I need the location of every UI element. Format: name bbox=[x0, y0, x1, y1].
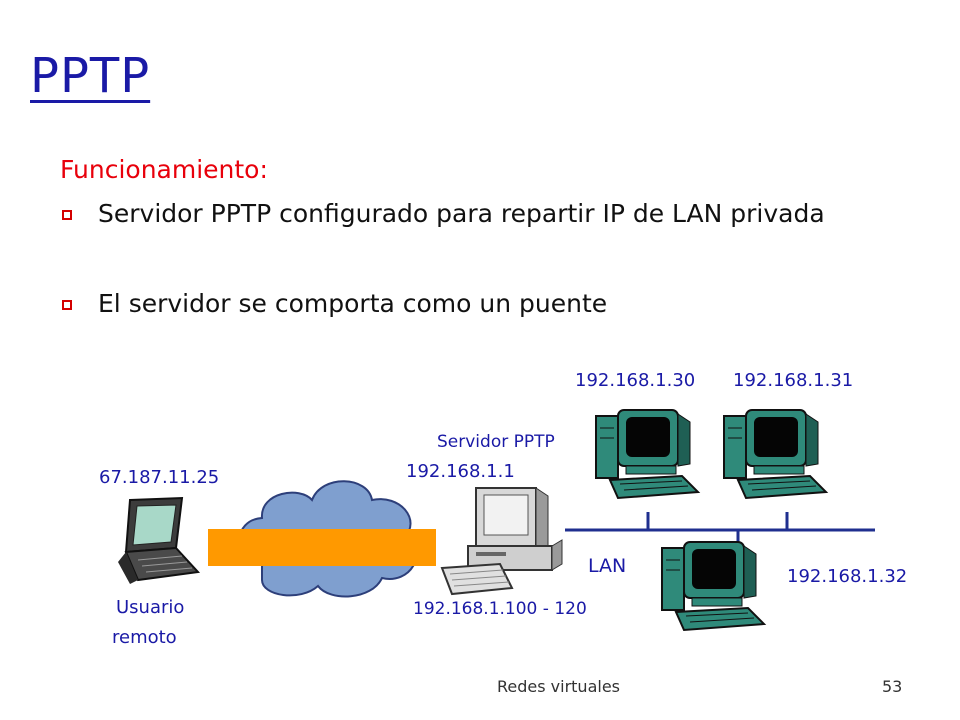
server-ip-label: 192.168.1.1 bbox=[406, 461, 515, 482]
server-computer-icon bbox=[440, 487, 563, 596]
workstation-icon bbox=[595, 409, 701, 500]
pc-ip-label: 192.168.1.30 bbox=[575, 370, 696, 391]
bullet-square-icon bbox=[62, 197, 98, 231]
lan-label: LAN bbox=[588, 555, 627, 577]
slide-title: PPTP bbox=[30, 48, 151, 104]
bullet-text: El servidor se comporta como un puente bbox=[98, 289, 608, 318]
remote-user-label: Usuario bbox=[116, 597, 185, 618]
workstation-icon bbox=[661, 541, 767, 632]
bullet-item: Servidor PPTP configurado para repartir … bbox=[62, 197, 922, 231]
bullet-item: El servidor se comporta como un puente bbox=[62, 287, 922, 321]
vpn-tunnel bbox=[208, 529, 436, 566]
workstation-icon bbox=[723, 409, 829, 500]
pc-ip-label: 192.168.1.31 bbox=[733, 370, 854, 391]
bullet-square-icon bbox=[62, 287, 98, 321]
footer-text: Redes virtuales bbox=[497, 677, 620, 696]
server-label: Servidor PPTP bbox=[437, 432, 555, 452]
pc-ip-label: 192.168.1.32 bbox=[787, 566, 908, 587]
remote-user-label: remoto bbox=[112, 627, 177, 648]
remote-ip-label: 67.187.11.25 bbox=[99, 467, 220, 488]
page-number: 53 bbox=[882, 677, 903, 696]
section-subtitle: Funcionamiento: bbox=[60, 155, 268, 184]
server-range-label: 192.168.1.100 - 120 bbox=[413, 599, 587, 619]
bullet-text: Servidor PPTP configurado para repartir … bbox=[98, 199, 825, 228]
laptop-icon bbox=[118, 496, 201, 584]
lan-bus-line bbox=[565, 512, 875, 545]
